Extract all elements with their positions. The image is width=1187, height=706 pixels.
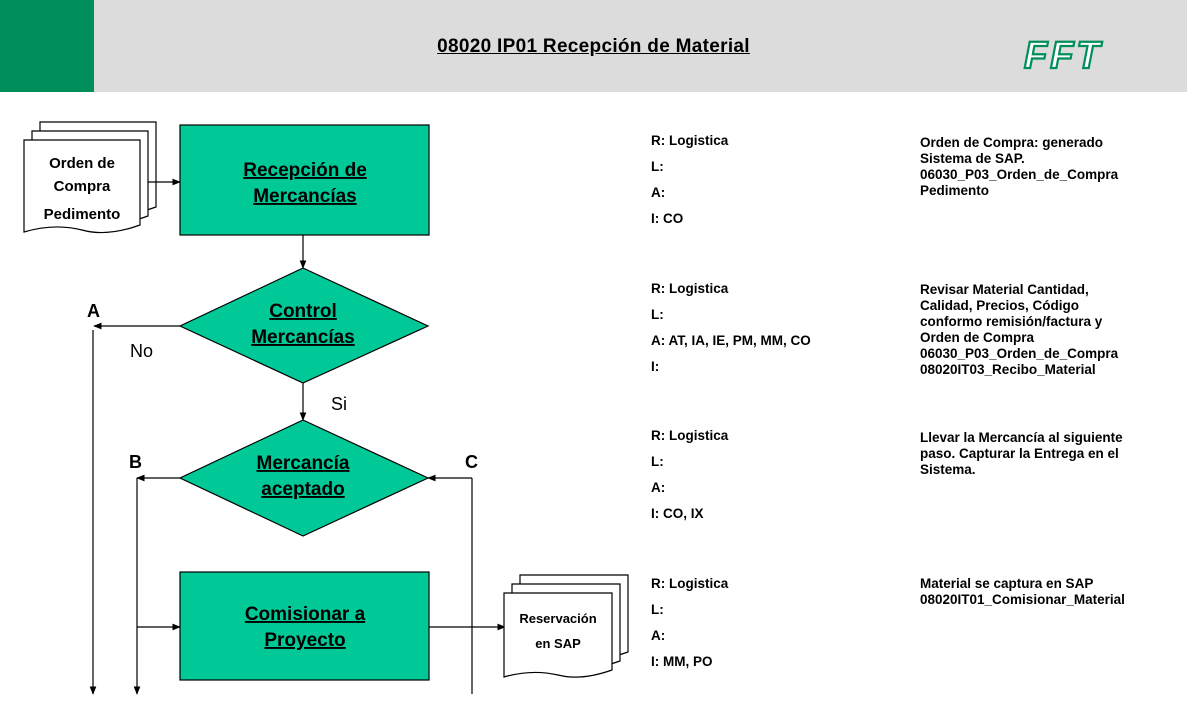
- step-2-desc-line: Orden de Compra: [920, 330, 1035, 345]
- step-1-role-r: R: Logistica: [651, 133, 729, 148]
- step-1-role-l: L:: [651, 159, 664, 174]
- aceptado-line-1: Mercancía: [257, 453, 350, 474]
- label-no: No: [130, 341, 153, 361]
- step-3-desc-line: Llevar la Mercancía al siguiente: [920, 430, 1123, 445]
- step-2-role-i: I:: [651, 359, 660, 374]
- step-4-description: Material se captura en SAP 08020IT01_Com…: [920, 576, 1185, 608]
- page-title: 08020 IP01 Recepción de Material: [437, 36, 750, 57]
- control-line-2: Mercancías: [251, 327, 355, 348]
- doc-reservacion-line-1: Reservación: [519, 611, 596, 626]
- step-3-roles: R: Logistica L: A: I: CO, IX: [651, 428, 901, 532]
- step-1-role-i: I: CO: [651, 211, 684, 226]
- step-2-role-l: L:: [651, 307, 664, 322]
- step-3-role-a: A:: [651, 480, 666, 495]
- recepcion-line-1: Recepción de: [243, 160, 367, 181]
- step-2-desc-line: 08020IT03_Recibo_Material: [920, 362, 1096, 377]
- step-4-role-l: L:: [651, 602, 664, 617]
- connector-b: B: [129, 452, 142, 472]
- step-3-desc-line: paso. Capturar la Entrega en el: [920, 446, 1119, 461]
- comisionar-line-2: Proyecto: [264, 630, 345, 651]
- connector-c: C: [465, 452, 478, 472]
- recepcion-line-2: Mercancías: [253, 186, 357, 207]
- step-2-desc-line: 06030_P03_Orden_de_Compra: [920, 346, 1119, 361]
- step-1-desc-line: 06030_P03_Orden_de_Compra: [920, 167, 1119, 182]
- step-3-role-l: L:: [651, 454, 664, 469]
- step-1-roles: R: Logistica L: A: I: CO: [651, 133, 901, 237]
- step-3-desc-line: Sistema.: [920, 462, 976, 477]
- comisionar-line-1: Comisionar a: [245, 604, 366, 625]
- step-2-role-a: A: AT, IA, IE, PM, MM, CO: [651, 333, 811, 348]
- process-comisionar-proyecto: Comisionar a Proyecto: [179, 571, 430, 681]
- doc-orden-line-3: Pedimento: [44, 206, 121, 223]
- step-1-description: Orden de Compra: generado Sistema de SAP…: [920, 135, 1185, 199]
- step-1-role-a: A:: [651, 185, 666, 200]
- control-line-1: Control: [269, 301, 337, 322]
- step-4-desc-line: Material se captura en SAP: [920, 576, 1094, 591]
- step-2-desc-line: Revisar Material Cantidad,: [920, 282, 1089, 297]
- step-4-role-r: R: Logistica: [651, 576, 729, 591]
- step-2-desc-line: Calidad, Precios, Código: [920, 298, 1080, 313]
- doc-orden-line-2: Compra: [54, 178, 111, 195]
- step-2-roles: R: Logistica L: A: AT, IA, IE, PM, MM, C…: [651, 281, 901, 385]
- decision-mercancia-aceptado: Mercancía aceptado: [178, 419, 430, 537]
- fft-logo: FFT: [1023, 34, 1103, 74]
- process-recepcion-mercancias: Recepción de Mercancías: [179, 124, 430, 236]
- step-4-role-i: I: MM, PO: [651, 654, 713, 669]
- step-2-role-r: R: Logistica: [651, 281, 729, 296]
- label-si: Si: [331, 394, 347, 414]
- fft-logo-text: FFT: [1024, 35, 1103, 74]
- decision-control-mercancias: Control Mercancías: [178, 267, 430, 384]
- doc-reservacion-sap: Reservación en SAP: [503, 574, 629, 678]
- header-accent-block: [0, 0, 94, 92]
- step-3-description: Llevar la Mercancía al siguiente paso. C…: [920, 430, 1185, 478]
- doc-orden-line-1: Orden de: [49, 155, 115, 172]
- doc-reservacion-line-2: en SAP: [535, 636, 581, 651]
- step-1-desc-line: Orden de Compra: generado: [920, 135, 1104, 150]
- step-2-desc-line: conformo remisión/factura y: [920, 314, 1103, 329]
- header-bar: 08020 IP01 Recepción de Material FFT: [0, 0, 1187, 92]
- step-4-role-a: A:: [651, 628, 666, 643]
- step-3-role-i: I: CO, IX: [651, 506, 704, 521]
- connector-a: A: [87, 301, 100, 321]
- step-4-desc-line: 08020IT01_Comisionar_Material: [920, 592, 1125, 607]
- step-1-desc-line: Pedimento: [920, 183, 990, 198]
- doc-orden-compra: Orden de Compra Pedimento: [23, 121, 157, 234]
- aceptado-line-2: aceptado: [261, 479, 344, 500]
- step-2-description: Revisar Material Cantidad, Calidad, Prec…: [920, 282, 1185, 378]
- step-3-role-r: R: Logistica: [651, 428, 729, 443]
- step-1-desc-line: Sistema de SAP.: [920, 151, 1025, 166]
- step-4-roles: R: Logistica L: A: I: MM, PO: [651, 576, 901, 680]
